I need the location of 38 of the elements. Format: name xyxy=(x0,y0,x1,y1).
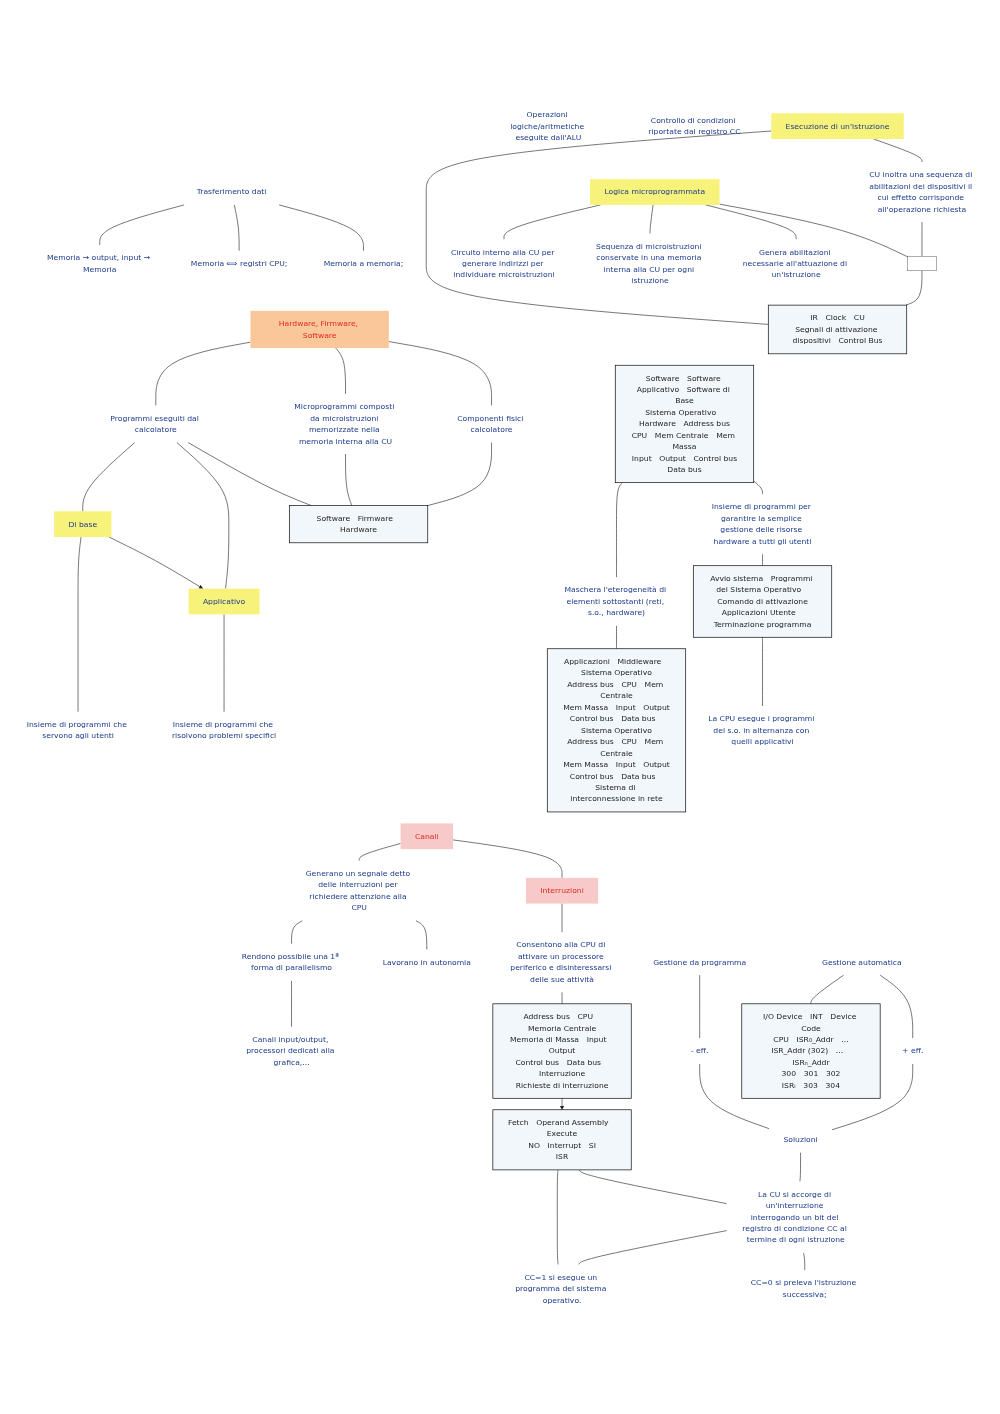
connector xyxy=(155,341,251,406)
connector xyxy=(810,974,844,1004)
connector xyxy=(99,204,185,245)
connector xyxy=(561,991,563,1004)
connector xyxy=(616,481,623,577)
connector xyxy=(345,453,353,506)
node-box xyxy=(907,255,937,271)
connector xyxy=(578,1229,727,1265)
connector xyxy=(415,920,428,950)
connector xyxy=(77,536,82,712)
connector xyxy=(335,347,346,394)
connector xyxy=(452,839,563,878)
connector xyxy=(705,204,797,240)
connector xyxy=(719,203,908,257)
connector xyxy=(905,270,923,305)
connector xyxy=(699,1063,770,1129)
connector xyxy=(291,980,292,1027)
connector xyxy=(234,204,240,251)
connector xyxy=(176,441,230,589)
connector xyxy=(762,636,763,706)
connector xyxy=(753,480,763,494)
connector xyxy=(879,974,914,1039)
connector xyxy=(649,204,654,234)
connector xyxy=(762,553,763,566)
connector xyxy=(388,340,492,406)
connector xyxy=(82,441,136,512)
connector xyxy=(425,130,772,325)
connector xyxy=(556,1169,559,1265)
connector xyxy=(831,1063,914,1130)
connector xyxy=(427,441,492,506)
connector xyxy=(873,138,923,162)
connector xyxy=(503,204,601,240)
connector xyxy=(278,204,364,251)
connector xyxy=(799,1151,801,1182)
connector xyxy=(579,1169,727,1204)
connector xyxy=(187,441,312,506)
connector xyxy=(616,625,617,649)
connector xyxy=(291,920,303,944)
